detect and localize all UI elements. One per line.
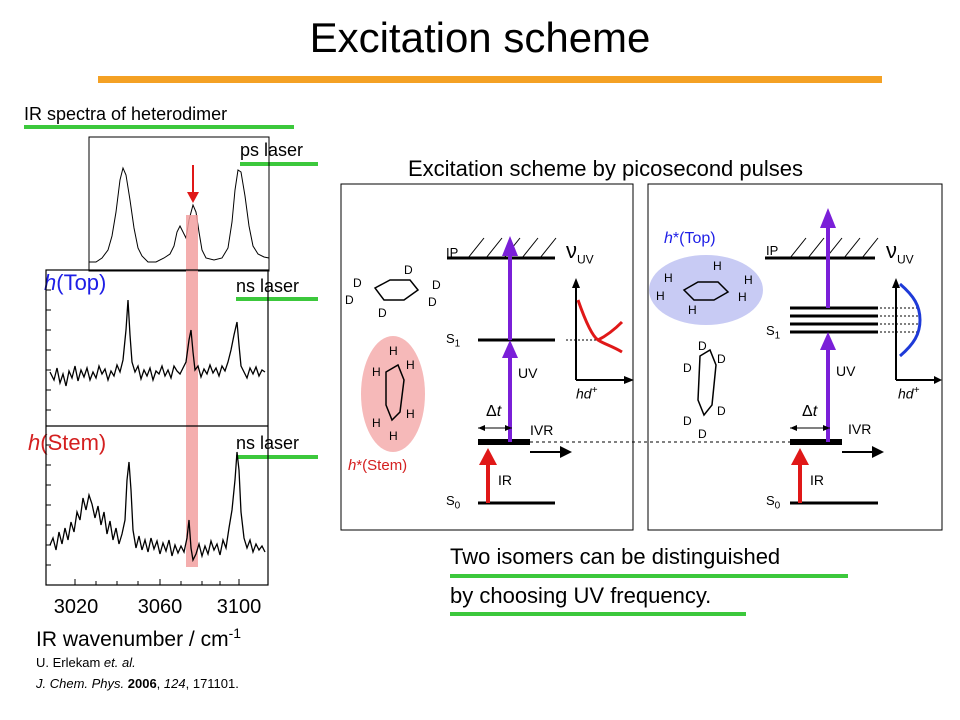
atom-d-1: D xyxy=(404,263,413,277)
s0-label-right: S0 xyxy=(766,493,781,512)
title-underline xyxy=(98,76,882,83)
atom-d-5: D xyxy=(428,295,437,309)
citation-line1: U. Erlekam et. al. xyxy=(36,655,136,670)
atom-d-9: D xyxy=(683,361,692,375)
x-tick-3100: 3100 xyxy=(216,596,262,618)
ps-laser-highlight xyxy=(240,162,318,166)
atom-h-6: H xyxy=(389,429,398,443)
atom-d-10: D xyxy=(717,404,726,418)
h-stem-spectrum-trace xyxy=(49,451,266,563)
s1-label-left: S1 xyxy=(446,331,461,350)
atom-h-8: H xyxy=(664,271,673,285)
hd-plus-left: hd+ xyxy=(576,385,598,402)
h-top-star-label: h*(Top) xyxy=(664,230,716,247)
atom-d-11: D xyxy=(683,414,692,428)
hd-plus-right: hd+ xyxy=(898,385,920,402)
page-title: Excitation scheme xyxy=(309,14,651,61)
conclusion-line1-highlight xyxy=(450,574,848,578)
atom-d-3: D xyxy=(432,278,441,292)
h-top-label: h(Top) xyxy=(44,270,107,295)
delta-t-right: Δt xyxy=(802,403,818,420)
h-stem-label: h(Stem) xyxy=(28,430,107,455)
conclusion-line1: Two isomers can be distinguished xyxy=(450,544,781,569)
atom-d-12: D xyxy=(698,427,707,441)
atom-d-6: D xyxy=(378,306,387,320)
ivr-label-left: IVR xyxy=(530,422,554,438)
ir-label-right: IR xyxy=(810,472,824,488)
delta-t-left: Δt xyxy=(486,403,502,420)
atom-h-10: H xyxy=(656,289,665,303)
ps-laser-label: ps laser xyxy=(240,140,304,160)
heading-highlight xyxy=(24,125,294,129)
ns-laser-highlight-bottom xyxy=(236,455,318,459)
x-tick-3060: 3060 xyxy=(137,596,183,618)
x-tick-3020: 3020 xyxy=(53,596,99,618)
x-axis-label: IR wavenumber / cm-1 xyxy=(36,625,242,651)
ir-spectra-heading: IR spectra of heterodimer xyxy=(24,104,228,124)
uv-label-right: UV xyxy=(836,363,856,379)
ip-label-left: IP xyxy=(446,245,459,260)
atom-h-11: H xyxy=(738,290,747,304)
citation-line2: J. Chem. Phys. 2006, 124, 171101. xyxy=(36,676,239,691)
conclusion-line2-highlight xyxy=(450,612,746,616)
ir-label-left: IR xyxy=(498,472,512,488)
h-top-spectrum-trace xyxy=(49,299,266,387)
ivr-label-right: IVR xyxy=(848,421,872,437)
s1-label-right: S1 xyxy=(766,323,781,342)
scheme-heading: Excitation scheme by picosecond pulses xyxy=(408,156,803,181)
atom-d-4: D xyxy=(345,293,354,307)
atom-h-7: H xyxy=(713,259,722,273)
atom-d-8: D xyxy=(717,352,726,366)
nu-uv-label-left: νUV xyxy=(566,238,594,267)
atom-h-3: H xyxy=(372,365,381,379)
atom-h-2: H xyxy=(406,358,415,372)
atom-h-4: H xyxy=(406,407,415,421)
ip-label-right: IP xyxy=(766,243,779,258)
nu-uv-label-right: νUV xyxy=(886,238,914,267)
s0-label-left: S0 xyxy=(446,493,461,512)
uv-label-left: UV xyxy=(518,365,538,381)
ps-spectrum-trace xyxy=(89,166,270,263)
ns-laser-highlight-top xyxy=(236,297,318,301)
atom-h-5: H xyxy=(372,416,381,430)
atom-h-9: H xyxy=(744,273,753,287)
atom-h-12: H xyxy=(688,303,697,317)
atom-d-2: D xyxy=(353,276,362,290)
atom-d-7: D xyxy=(698,339,707,353)
atom-h-1: H xyxy=(389,344,398,358)
conclusion-line2: by choosing UV frequency. xyxy=(450,583,712,608)
h-stem-star-label: h*(Stem) xyxy=(348,457,408,474)
